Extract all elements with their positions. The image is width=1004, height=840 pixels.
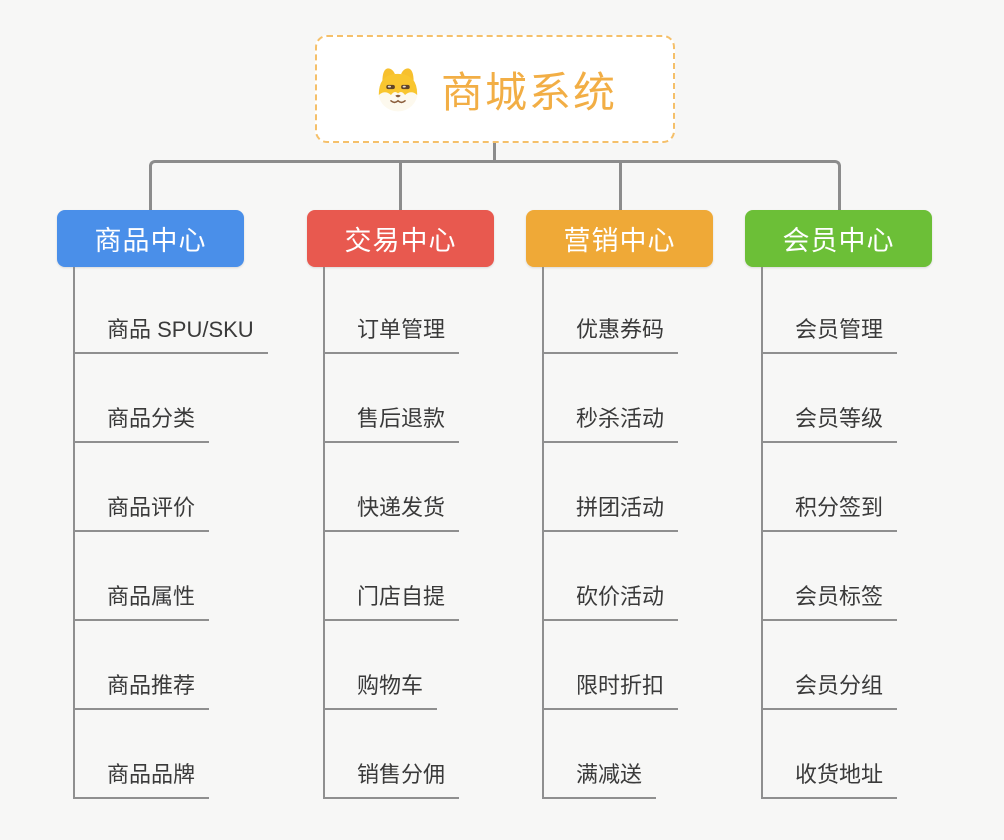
child-topic[interactable]: 售后退款 [325,354,460,443]
child-topic[interactable]: 快递发货 [325,443,460,532]
child-topic[interactable]: 商品 SPU/SKU [75,267,268,354]
child-topic[interactable]: 订单管理 [325,267,460,354]
branch-node-product-center[interactable]: 商品中心 [57,210,244,267]
child-topic[interactable]: 会员等级 [763,354,898,443]
child-topic[interactable]: 商品属性 [75,532,210,621]
branch-node-trade-center[interactable]: 交易中心 [307,210,494,267]
branch-label: 会员中心 [782,226,895,256]
child-topic[interactable]: 秒杀活动 [544,354,679,443]
child-topic[interactable]: 限时折扣 [544,621,679,710]
connector-bus-left [149,160,495,210]
child-topic[interactable]: 购物车 [325,621,438,710]
branch-node-marketing-center[interactable]: 营销中心 [526,210,713,267]
child-topic[interactable]: 收货地址 [763,710,898,799]
child-topic[interactable]: 积分签到 [763,443,898,532]
branch-label: 商品中心 [94,226,207,256]
connector-root-stub [493,142,496,163]
child-topic[interactable]: 优惠券码 [544,267,679,354]
shiba-dog-icon [378,67,418,111]
child-topic[interactable]: 会员管理 [763,267,898,354]
connector-drop-marketing [619,160,622,210]
child-topic[interactable]: 会员标签 [763,532,898,621]
root-title: 商城系统 [440,68,617,116]
child-topic[interactable]: 销售分佣 [325,710,460,799]
branch-node-member-center[interactable]: 会员中心 [745,210,932,267]
child-column-trade: 订单管理 售后退款 快递发货 门店自提 购物车 销售分佣 [323,267,460,799]
branch-label: 营销中心 [563,226,676,256]
connector-drop-trade [399,160,402,210]
child-topic[interactable]: 商品品牌 [75,710,210,799]
root-node[interactable]: 商城系统 [315,35,675,143]
child-topic[interactable]: 满减送 [544,710,657,799]
child-topic[interactable]: 商品评价 [75,443,210,532]
child-column-product: 商品 SPU/SKU 商品分类 商品评价 商品属性 商品推荐 商品品牌 [73,267,268,799]
child-topic[interactable]: 商品推荐 [75,621,210,710]
child-topic[interactable]: 砍价活动 [544,532,679,621]
child-topic[interactable]: 商品分类 [75,354,210,443]
child-topic[interactable]: 会员分组 [763,621,898,710]
child-column-marketing: 优惠券码 秒杀活动 拼团活动 砍价活动 限时折扣 满减送 [542,267,679,799]
child-topic[interactable]: 拼团活动 [544,443,679,532]
connector-bus-right [495,160,841,210]
child-column-member: 会员管理 会员等级 积分签到 会员标签 会员分组 收货地址 [761,267,898,799]
branch-label: 交易中心 [344,226,457,256]
child-topic[interactable]: 门店自提 [325,532,460,621]
